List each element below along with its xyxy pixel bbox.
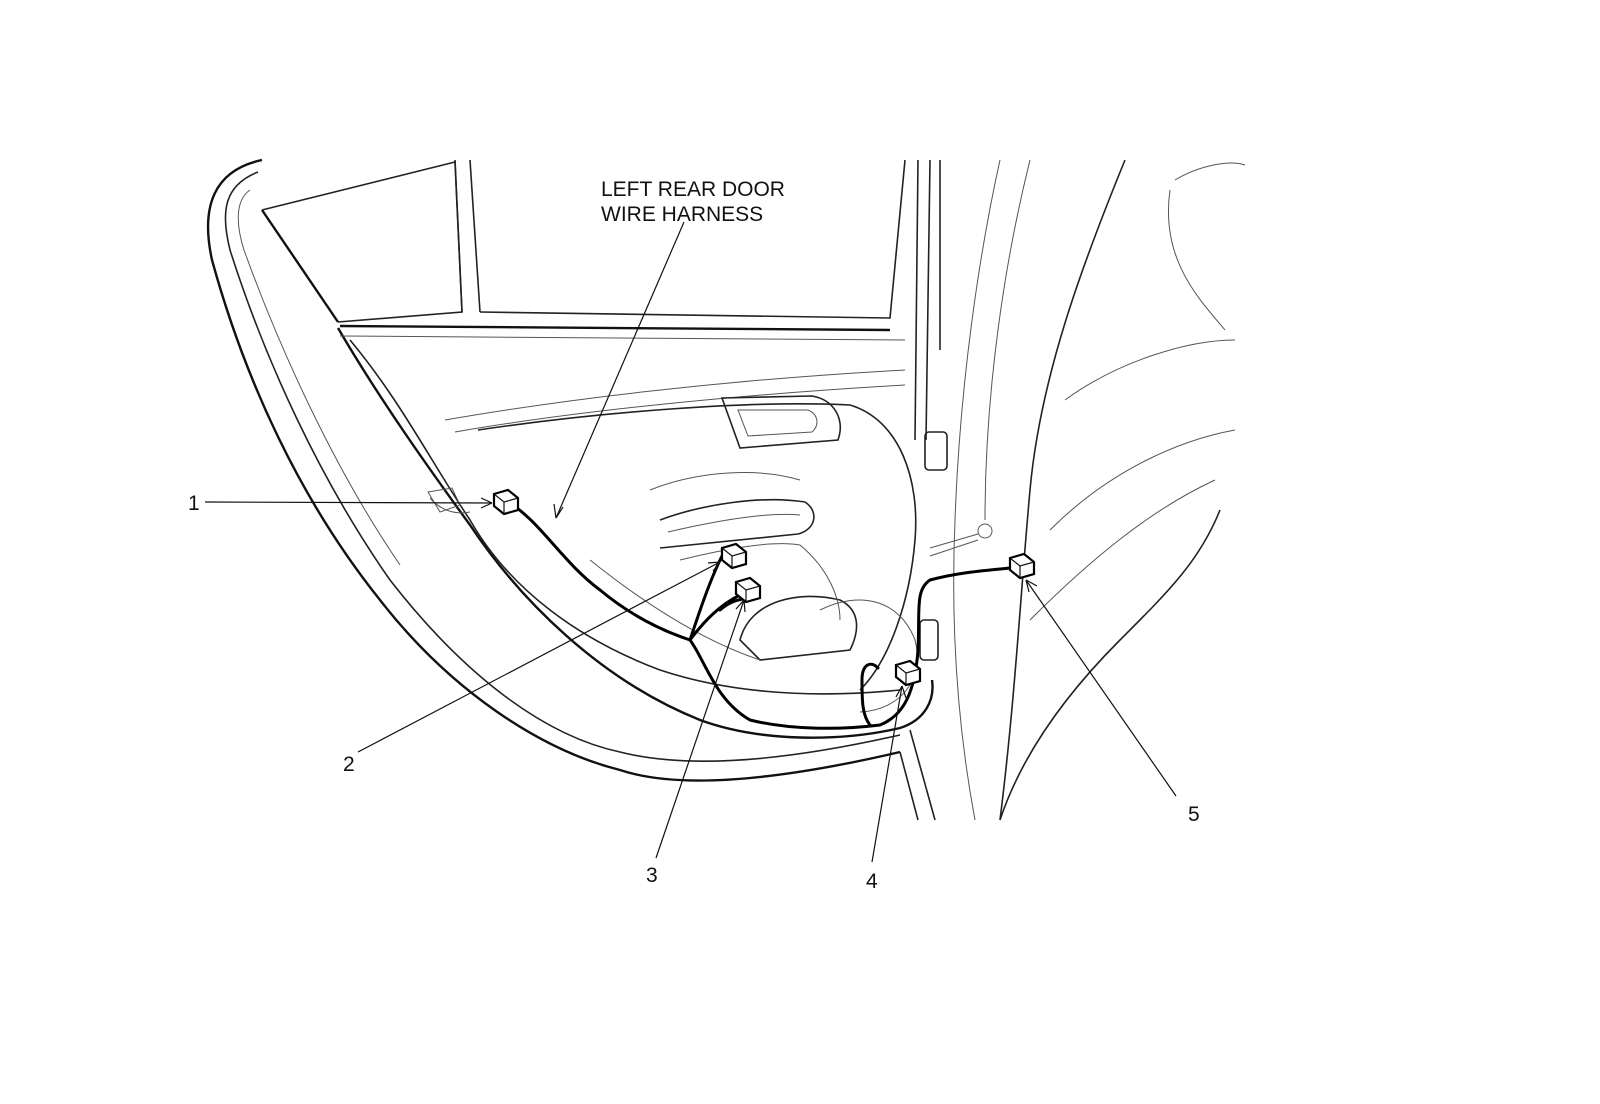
callout-3: 3 [646, 864, 658, 887]
connector-2 [720, 542, 748, 570]
callout-5: 5 [1188, 803, 1200, 826]
wire-harness [503, 498, 1012, 730]
leader-title [555, 221, 685, 519]
leader-3 [655, 599, 745, 859]
callout-1: 1 [188, 492, 200, 515]
door-outline [206, 158, 936, 821]
connector-5 [1008, 552, 1036, 580]
connector-3 [734, 576, 762, 604]
callout-2: 2 [343, 753, 355, 776]
callout-4: 4 [866, 870, 878, 893]
harness-title-line-2: WIRE HARNESS [601, 203, 763, 226]
door-trim-panel [349, 339, 948, 713]
leader-4 [871, 685, 903, 863]
leader-5 [1025, 579, 1177, 797]
leader-lines [204, 221, 1177, 863]
connector-4 [894, 659, 922, 687]
leader-1 [204, 501, 493, 504]
window-frame [261, 159, 941, 441]
body-pillar [929, 159, 1246, 821]
connector-1 [492, 488, 520, 516]
leader-2 [357, 561, 721, 753]
arrowhead-title [553, 503, 564, 519]
harness-title-line-1: LEFT REAR DOOR [601, 178, 785, 201]
